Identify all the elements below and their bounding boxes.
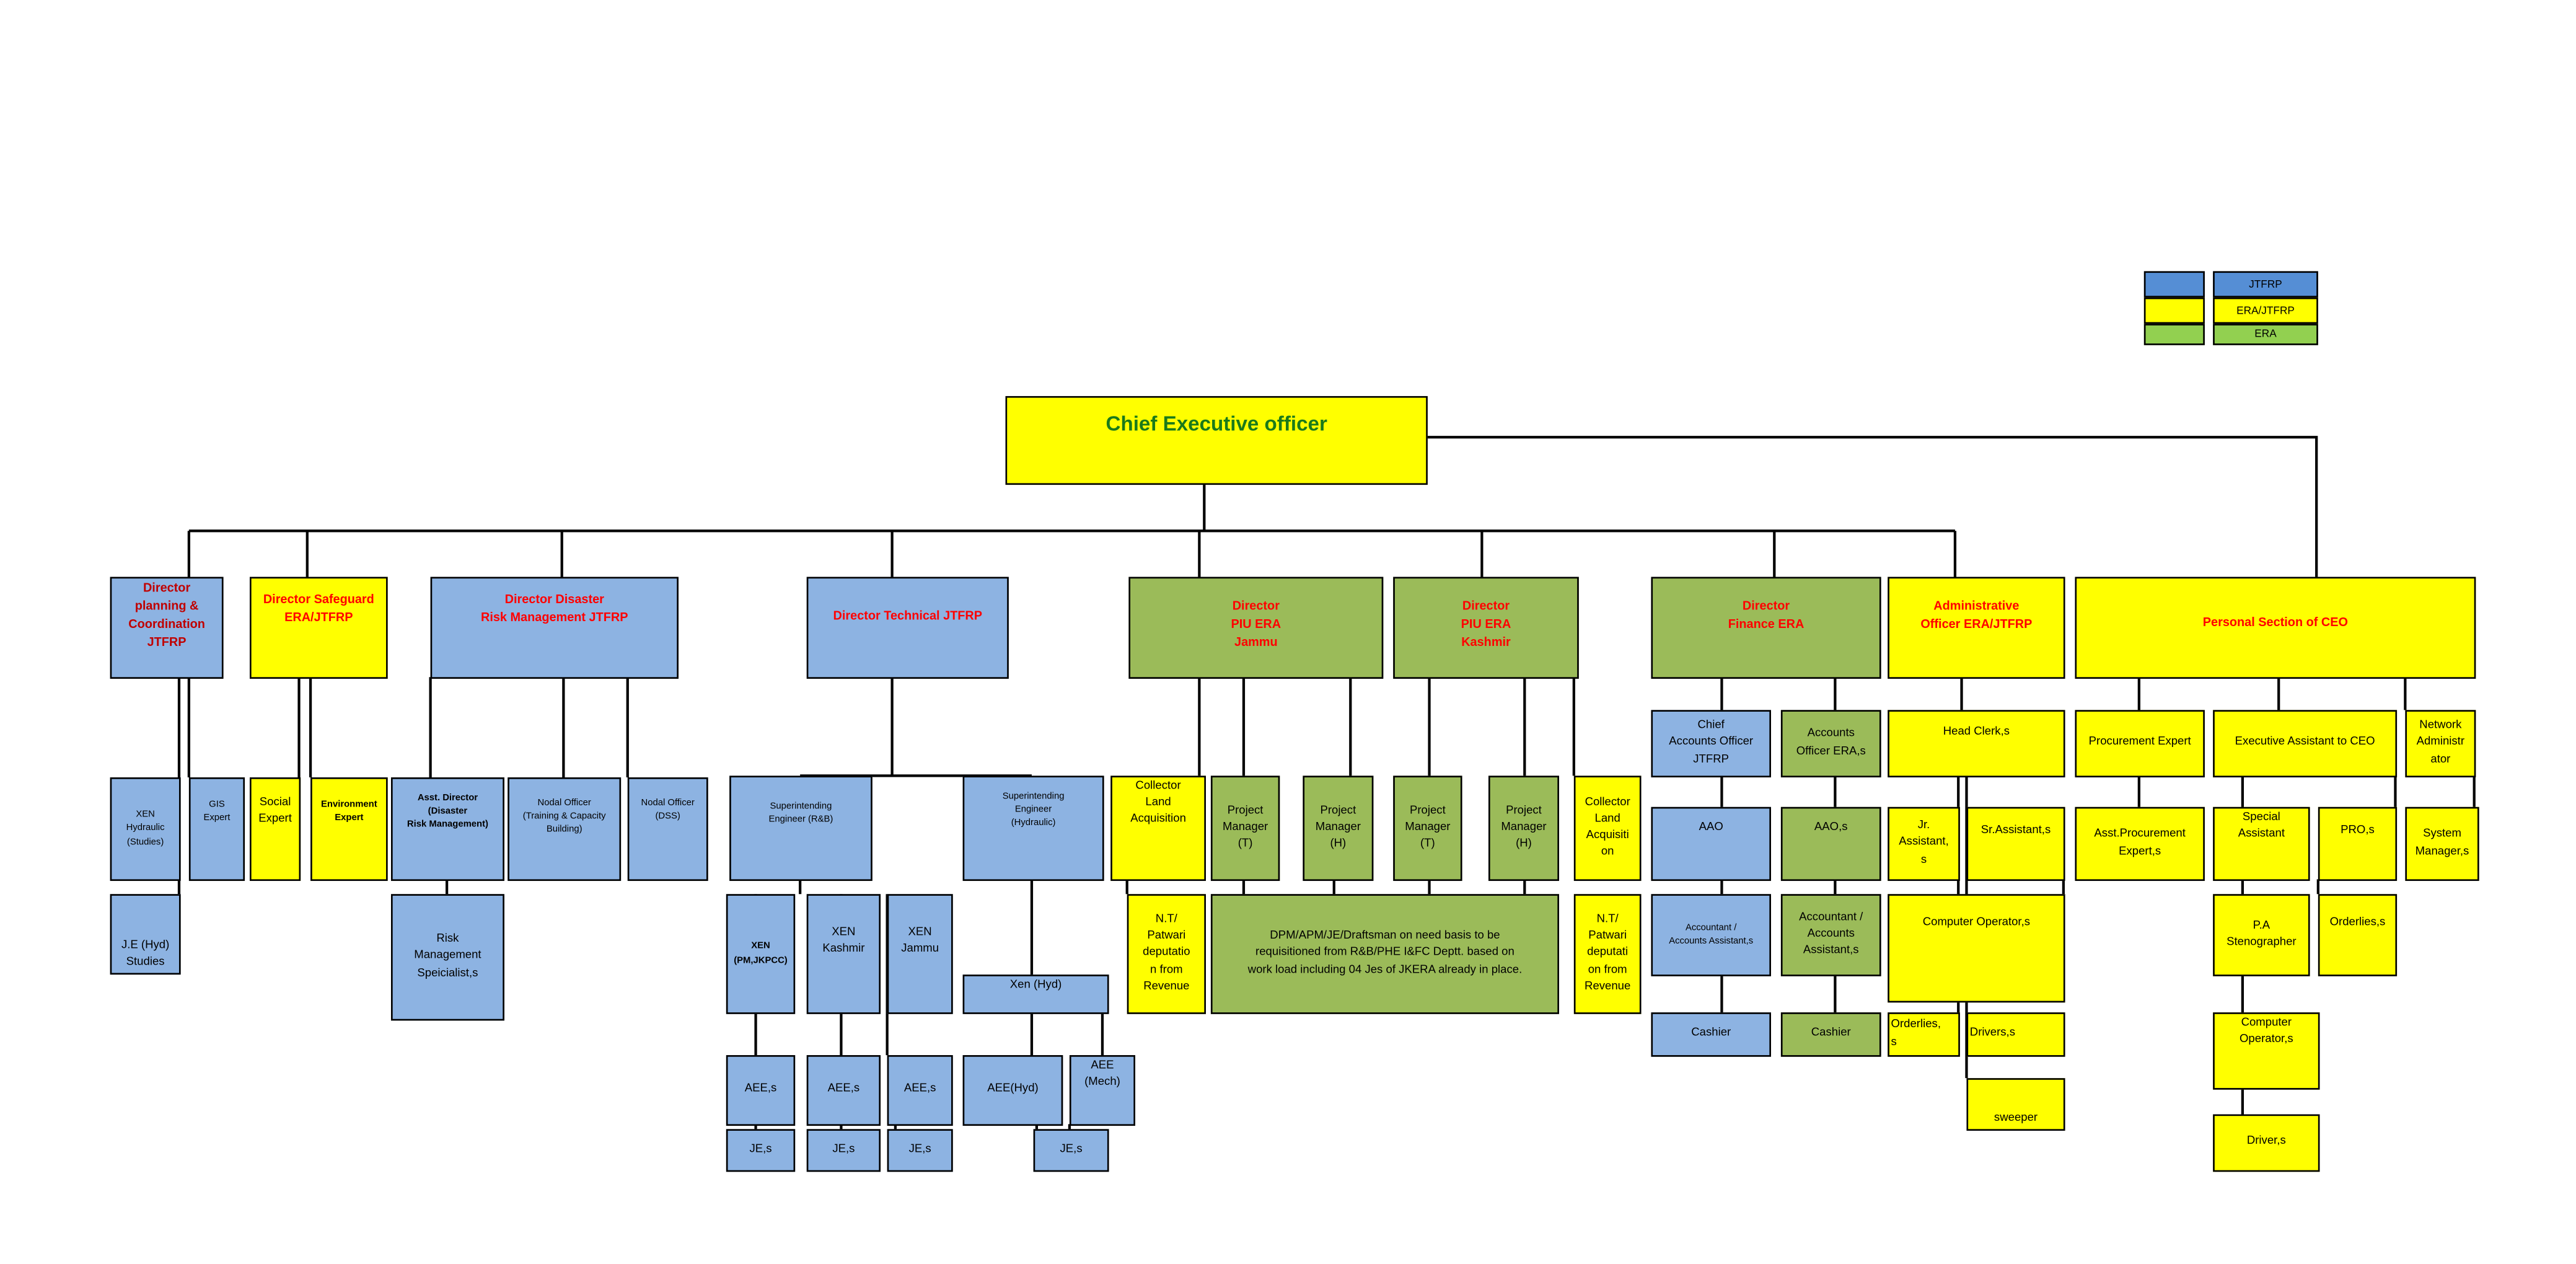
accountant-era: Accountant / Accounts Assistant,s: [1780, 894, 1881, 976]
orderlies-admin: Orderlies, s: [1888, 1012, 1960, 1057]
dpm-apm-note: DPM/APM/JE/Draftsman on need basis to be…: [1210, 894, 1559, 1014]
je-box: JE,s: [726, 1129, 796, 1172]
aee-box: AEE,s: [806, 1055, 881, 1126]
legend-swatch-jtfrp: [2143, 271, 2205, 298]
cashier-era: Cashier: [1780, 1012, 1881, 1057]
jr-assistant: Jr. Assistant, s: [1888, 807, 1960, 882]
risk-management-specialists: Risk Management Speicialist,s: [390, 894, 504, 1021]
orderlies-personal: Orderlies,s: [2318, 894, 2398, 976]
computer-operator-admin: Computer Operator,s: [1888, 894, 2065, 1003]
pro: PRO,s: [2318, 807, 2398, 882]
aee-box: AEE,s: [887, 1055, 953, 1126]
personal-section-ceo: Personal Section of CEO: [2075, 577, 2476, 679]
director-finance: Director Finance ERA: [1651, 577, 1881, 679]
project-manager-t-kashmir: Project Manager (T): [1393, 776, 1462, 882]
director-planning: Director planning & Coordination JTFRP: [110, 577, 224, 679]
nt-patwari-jammu: N.T/ Patwari deputatio n from Revenue: [1127, 894, 1206, 1014]
je-box: JE,s: [1033, 1129, 1109, 1172]
superintending-engineer-rb: Superintending Engineer (R&B): [729, 776, 873, 882]
computer-operator-personal: Computer Operator,s: [2213, 1012, 2320, 1090]
collector-land-acquisition-jammu: Collector Land Acquisition: [1110, 776, 1206, 882]
cashier-jtfrp: Cashier: [1651, 1012, 1771, 1057]
legend-swatch-era-jtfrp: [2143, 297, 2205, 324]
director-safeguard: Director Safeguard ERA/JTFRP: [249, 577, 388, 679]
accountant-jtfrp: Accountant / Accounts Assistant,s: [1651, 894, 1771, 976]
director-disaster: Director Disaster Risk Management JTFRP: [430, 577, 679, 679]
aee-box: AEE,s: [726, 1055, 796, 1126]
aao-jtfrp: AAO: [1651, 807, 1771, 882]
legend-label-era: ERA: [2213, 324, 2318, 345]
aee-mech: AEE (Mech): [1069, 1055, 1135, 1126]
xen-hydraulic-studies: XEN Hydraulic (Studies): [110, 777, 181, 882]
nodal-officer-dss: Nodal Officer (DSS): [627, 777, 708, 882]
director-technical: Director Technical JTFRP: [806, 577, 1009, 679]
xen-hyd: Xen (Hyd): [962, 975, 1109, 1014]
accounts-officer-era: Accounts Officer ERA,s: [1780, 710, 1881, 778]
asst-procurement-expert: Asst.Procurement Expert,s: [2075, 807, 2205, 882]
superintending-engineer-hydraulic: Superintending Engineer (Hydraulic): [962, 776, 1104, 882]
je-hyd-studies: J.E (Hyd) Studies: [110, 894, 181, 975]
project-manager-h-kashmir: Project Manager (H): [1488, 776, 1559, 882]
legend-swatch-era: [2143, 324, 2205, 345]
administrative-officer: Administrative Officer ERA/JTFRP: [1888, 577, 2065, 679]
aao-era: AAO,s: [1780, 807, 1881, 882]
procurement-expert: Procurement Expert: [2075, 710, 2205, 778]
social-expert: Social Expert: [249, 777, 301, 882]
director-piu-jammu: Director PIU ERA Jammu: [1128, 577, 1384, 679]
director-piu-kashmir: Director PIU ERA Kashmir: [1393, 577, 1579, 679]
executive-assistant-ceo: Executive Assistant to CEO: [2213, 710, 2398, 778]
chief-accounts-officer: Chief Accounts Officer JTFRP: [1651, 710, 1771, 778]
sweeper: sweeper: [1966, 1078, 2065, 1131]
legend-label-era-jtfrp: ERA/JTFRP: [2213, 297, 2318, 324]
driver-personal: Driver,s: [2213, 1114, 2320, 1172]
sr-assistant: Sr.Assistant,s: [1966, 807, 2065, 882]
collector-land-acquisition-kashmir: Collector Land Acquisiti on: [1573, 776, 1642, 882]
xen-pm-jkpcc: XEN (PM,JKPCC): [726, 894, 796, 1014]
gis-expert: GIS Expert: [188, 777, 245, 882]
special-assistant: Special Assistant: [2213, 807, 2310, 882]
head-clerk: Head Clerk,s: [1888, 710, 2065, 778]
system-manager: System Manager,s: [2405, 807, 2479, 882]
asst-director-disaster: Asst. Director (Disaster Risk Management…: [390, 777, 504, 882]
ceo-box: Chief Executive officer: [1005, 396, 1428, 485]
nt-patwari-kashmir: N.T/ Patwari deputati on from Revenue: [1573, 894, 1642, 1014]
legend-label-jtfrp: JTFRP: [2213, 271, 2318, 298]
xen-jammu: XEN Jammu: [887, 894, 953, 1014]
xen-kashmir: XEN Kashmir: [806, 894, 881, 1014]
nodal-officer-training: Nodal Officer (Training & Capacity Build…: [508, 777, 622, 882]
je-box: JE,s: [887, 1129, 953, 1172]
drivers-admin: Drivers,s: [1966, 1012, 2065, 1057]
project-manager-t-jammu: Project Manager (T): [1210, 776, 1280, 882]
project-manager-h-jammu: Project Manager (H): [1303, 776, 1374, 882]
je-box: JE,s: [806, 1129, 881, 1172]
aee-hyd: AEE(Hyd): [962, 1055, 1063, 1126]
pa-stenographer: P.A Stenographer: [2213, 894, 2310, 976]
network-administrator: Network Administr ator: [2405, 710, 2476, 778]
environment-expert: Environment Expert: [310, 777, 388, 882]
